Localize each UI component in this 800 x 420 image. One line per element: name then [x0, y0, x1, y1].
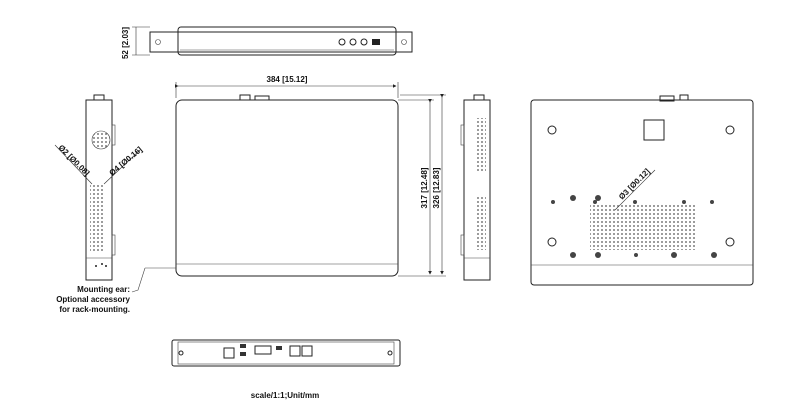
depth-total-dimension: 326 [12.83]	[432, 167, 441, 208]
height-dimension: 52 [2.03]	[121, 27, 130, 59]
bottom-view: Ø3 [Ø0.12]	[530, 94, 754, 286]
scale-label: scale/1:1;Unit/mm	[251, 391, 319, 400]
depth-body-dimension: 317 [12.48]	[420, 167, 429, 208]
hole-medium-dimension: Ø4 [Ø0.16]	[108, 145, 145, 178]
mounting-ear-note-line2: Optional accessory	[56, 295, 130, 304]
width-dimension: 384 [15.12]	[267, 75, 308, 84]
right-side-view	[460, 94, 491, 281]
rear-view	[171, 339, 401, 367]
top-view: 384 [15.12] 317 [12.48] 326 [12.83]	[145, 75, 446, 277]
left-side-view: Ø2 [Ø0.08] Ø4 [Ø0.16] Mounting ear: Opti…	[54, 94, 146, 314]
mounting-ear-note-line3: for rack-mounting.	[59, 305, 130, 314]
front-view: 52 [2.03]	[121, 26, 413, 59]
hole-bottom-dimension: Ø3 [Ø0.12]	[617, 167, 652, 202]
mounting-ear-note-line1: Mounting ear:	[77, 285, 130, 294]
